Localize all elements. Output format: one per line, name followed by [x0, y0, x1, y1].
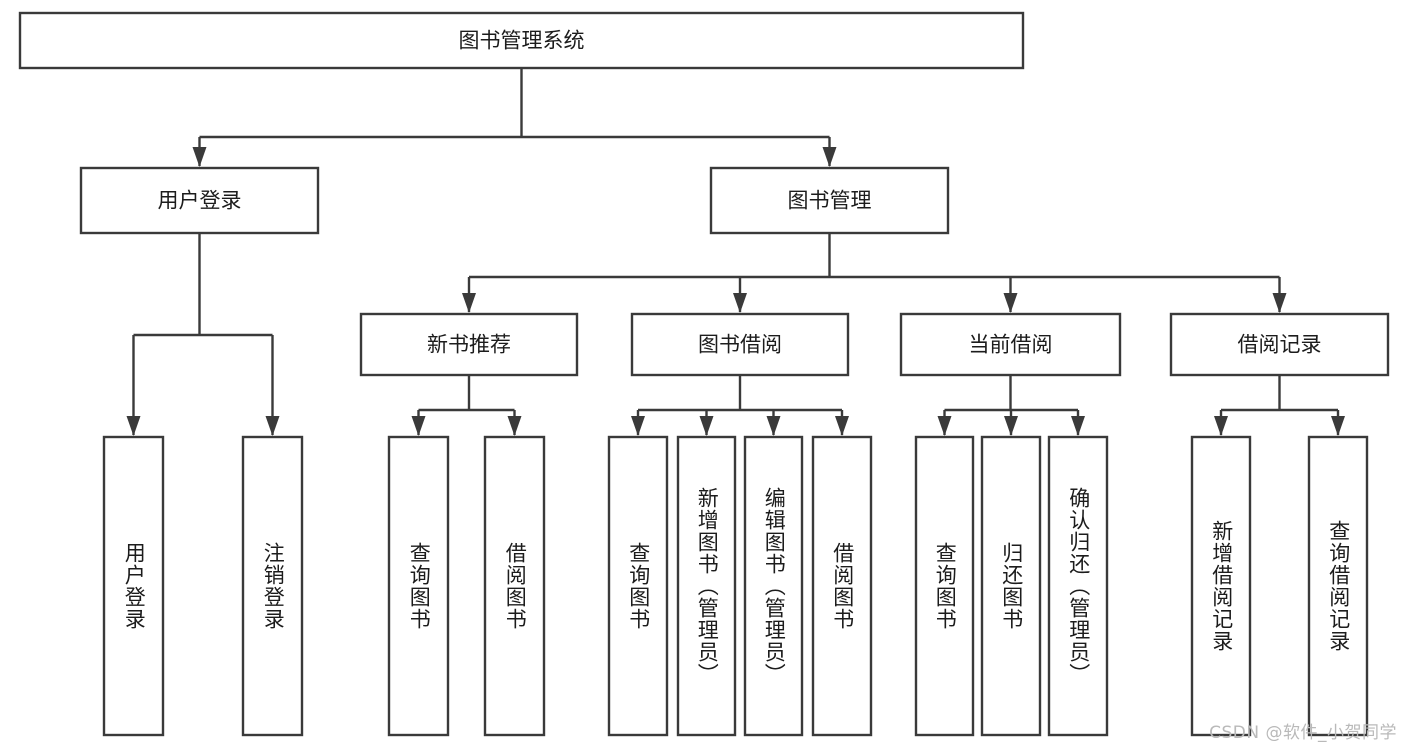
arrow-head-icon-level3-1	[733, 293, 747, 313]
node-leaf-1[interactable]	[241, 435, 304, 737]
node-leaf-0[interactable]	[102, 435, 165, 737]
arrow-head-icon-leaf-6	[766, 416, 781, 436]
node-level3-3-label: 借阅记录	[1238, 333, 1322, 357]
node-level2-0-label: 用户登录	[158, 189, 242, 213]
node-level3-0[interactable]	[359, 312, 579, 377]
connector-layer	[126, 68, 1345, 436]
node-leaf-10[interactable]	[1047, 435, 1109, 737]
node-level2-1[interactable]	[709, 166, 950, 235]
node-leaf-2[interactable]	[387, 435, 450, 737]
node-leaf-9[interactable]	[980, 435, 1042, 737]
arrow-head-icon-leaf-8	[937, 416, 952, 436]
csdn-watermark: CSDN @软件_小贺同学	[1209, 723, 1397, 743]
arrow-head-icon-leaf-5	[699, 416, 714, 436]
arrow-head-icon-leaf-0	[126, 416, 141, 436]
node-level3-1-label: 图书借阅	[698, 333, 782, 357]
arrow-head-icon-leaf-9	[1004, 416, 1018, 436]
node-leaf-8[interactable]	[914, 435, 975, 737]
node-level3-2-label: 当前借阅	[969, 333, 1053, 357]
arrow-head-icon-level3-2	[1003, 293, 1018, 313]
node-leaf-7[interactable]	[811, 435, 873, 737]
node-level3-1[interactable]	[630, 312, 850, 377]
node-leaf-3[interactable]	[483, 435, 546, 737]
node-root[interactable]	[18, 11, 1025, 70]
arrow-head-icon-level3-0	[462, 293, 476, 313]
node-level3-2[interactable]	[899, 312, 1122, 377]
node-leaf-5[interactable]	[676, 435, 737, 737]
arrow-head-icon-leaf-4	[631, 416, 645, 436]
node-level3-0-label: 新书推荐	[427, 333, 511, 357]
node-leaf-6[interactable]	[743, 435, 804, 737]
arrow-head-icon-leaf-2	[411, 416, 426, 436]
node-leaf-12[interactable]	[1307, 435, 1369, 737]
arrow-head-icon-level2-0	[192, 147, 207, 167]
node-level3-3[interactable]	[1169, 312, 1390, 377]
arrow-head-icon-leaf-12	[1331, 416, 1345, 436]
node-level2-0[interactable]	[79, 166, 320, 235]
arrow-head-icon-leaf-10	[1071, 416, 1085, 436]
arrow-head-icon-leaf-3	[507, 416, 522, 436]
node-level2-1-label: 图书管理	[788, 189, 872, 213]
node-leaf-11[interactable]	[1190, 435, 1252, 737]
arrow-head-icon-level2-1	[822, 147, 837, 167]
arrow-head-icon-leaf-11	[1214, 416, 1228, 436]
box-layer	[18, 11, 1390, 737]
node-leaf-4[interactable]	[607, 435, 669, 737]
node-root-label: 图书管理系统	[459, 29, 585, 53]
arrow-head-icon-level3-3	[1272, 293, 1287, 313]
arrow-head-icon-leaf-1	[265, 416, 280, 436]
arrow-head-icon-leaf-7	[835, 416, 849, 436]
